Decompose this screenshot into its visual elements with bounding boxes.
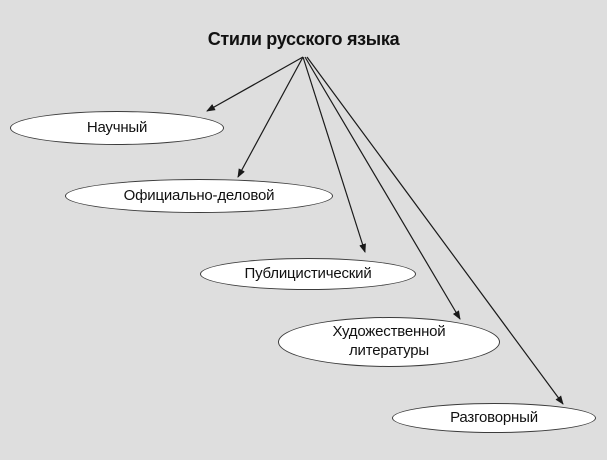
node-nauchny: Научный	[10, 111, 224, 145]
arrow-to-ofitsialno-delovoy	[237, 56, 304, 178]
diagram-title: Стили русского языка	[207, 29, 400, 49]
node-label: Разговорный	[450, 408, 538, 426]
node-razgovorny: Разговорный	[392, 403, 596, 433]
node-label: Публицистический	[244, 264, 372, 282]
arrow-to-nauchny	[206, 56, 304, 112]
arrow-to-publitsistichesky	[302, 56, 366, 253]
node-label: Художественной литературы	[332, 323, 446, 359]
node-label: Научный	[86, 118, 148, 136]
node-ofitsialno-delovoy: Официально-деловой	[65, 179, 333, 213]
node-khudozhestvennoy-literatury: Художественной литературы	[278, 317, 500, 367]
node-label: Официально-деловой	[123, 186, 275, 204]
node-publitsistichesky: Публицистический	[200, 258, 416, 290]
